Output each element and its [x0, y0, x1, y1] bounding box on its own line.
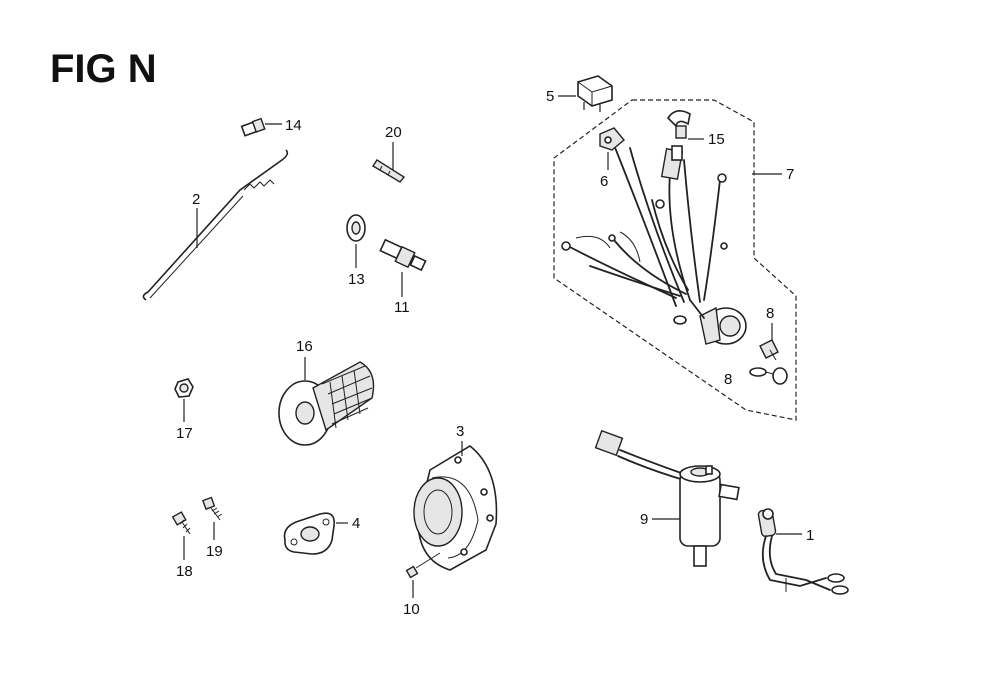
part-7-wire-harness[interactable] [553, 99, 797, 421]
part-19-screw[interactable] [201, 496, 223, 521]
callout-2: 2 [192, 191, 200, 208]
part-2-rod[interactable] [142, 149, 289, 301]
part-14-bolt[interactable] [240, 117, 282, 137]
callout-15: 15 [708, 131, 725, 148]
callout-9: 9 [640, 511, 648, 528]
callout-17: 17 [176, 425, 193, 442]
callout-6: 6 [600, 173, 608, 190]
figure-title: FIG N [50, 47, 157, 91]
part-18-screw[interactable] [171, 511, 191, 535]
part-5-relay[interactable] [577, 75, 613, 112]
part-15-clip[interactable] [666, 110, 691, 139]
callout-8-upper: 8 [766, 305, 774, 322]
callout-16: 16 [296, 338, 313, 355]
callout-19: 19 [206, 543, 223, 560]
callout-3: 3 [456, 423, 464, 440]
callout-7: 7 [786, 166, 794, 183]
callout-14: 14 [285, 117, 302, 134]
part-9-solenoid[interactable] [594, 429, 740, 567]
callout-4: 4 [352, 515, 360, 532]
part-11-fitting[interactable] [379, 238, 427, 272]
part-13-washer[interactable] [346, 214, 366, 242]
part-1-sensor[interactable] [757, 508, 849, 595]
callout-8-lower: 8 [724, 371, 732, 388]
part-16-grip[interactable] [278, 361, 375, 446]
part-4-gasket[interactable] [283, 512, 336, 555]
part-8-terminal-b[interactable] [749, 367, 788, 385]
callout-11: 11 [394, 299, 410, 316]
callout-10: 10 [403, 601, 420, 618]
part-10-screw[interactable] [405, 552, 441, 579]
part-20-pin[interactable] [372, 159, 406, 183]
part-8-terminal-a[interactable] [759, 339, 779, 361]
part-6-connector[interactable] [599, 127, 625, 151]
callout-13: 13 [348, 271, 365, 288]
callout-18: 18 [176, 563, 193, 580]
callout-1: 1 [806, 527, 814, 544]
part-3-cover[interactable] [413, 445, 498, 571]
part-17-nut[interactable] [174, 378, 194, 398]
callout-20: 20 [385, 124, 402, 141]
callout-5: 5 [546, 88, 554, 105]
